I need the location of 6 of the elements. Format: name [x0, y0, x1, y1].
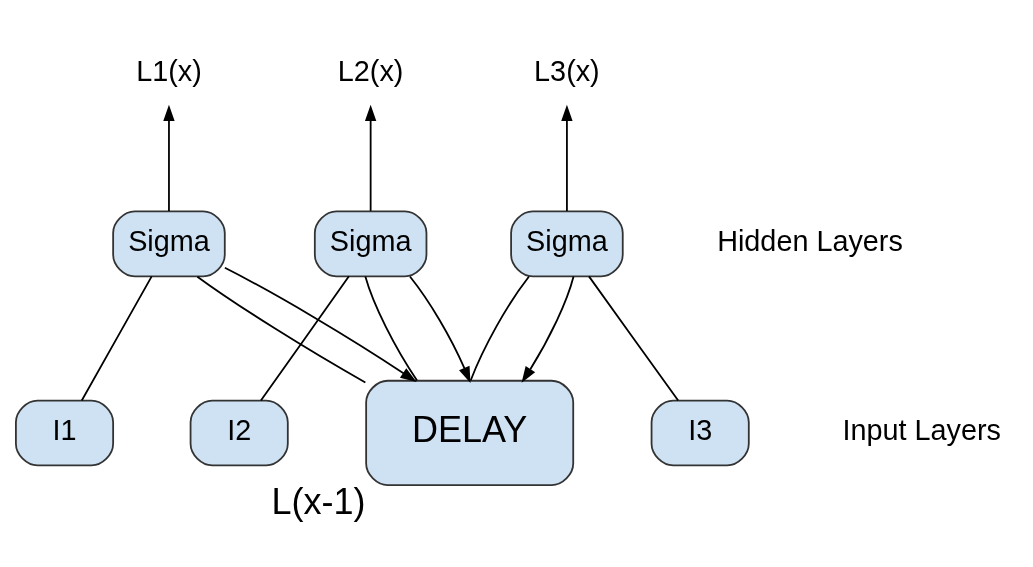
node-text: L1(x) — [136, 55, 202, 88]
node-text: L2(x) — [337, 55, 404, 88]
node-label: L(x-1) — [271, 480, 366, 522]
node-text: L3(x) — [534, 55, 600, 88]
label: Hidden Layers — [717, 224, 903, 257]
label: Input Layers — [842, 413, 1001, 446]
